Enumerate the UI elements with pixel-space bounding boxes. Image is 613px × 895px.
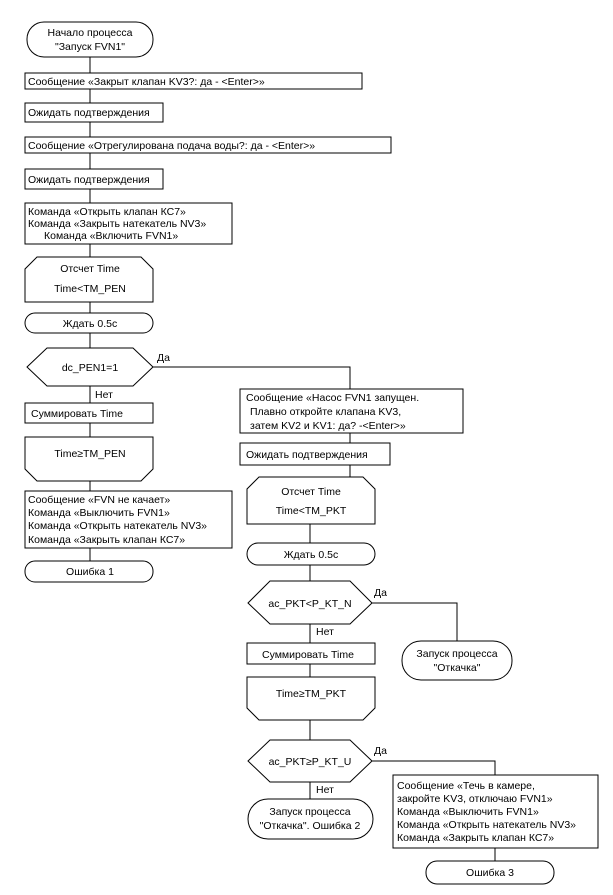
message-started-line2: Плавно откройте клапана KV3, [250, 406, 401, 418]
fail-commands-block: Сообщение «FVN не качает» Команда «Выклю… [24, 490, 233, 549]
decision-pen-no: Нет [95, 389, 113, 401]
launch-pumpout-terminal: Запуск процесса "Откачка" [401, 640, 513, 681]
launch-pumpout-line2: "Откачка" [434, 662, 481, 674]
fail-commands-line3: Команда «Открыть натекатель NV3» [28, 520, 207, 532]
launch-pumpout-error-line2: "Откачка". Ошибка 2 [260, 820, 361, 832]
start-terminal: Начало процесса "Запуск FVN1" [26, 21, 154, 58]
message-kv3-block: Сообщение «Закрыт клапан KV3?: да - <Ent… [24, 72, 363, 90]
leak-commands-block: Сообщение «Течь в камере, закройте KV3, … [392, 774, 599, 849]
sum-time-block-2: Суммировать Time [246, 642, 376, 665]
connector-yes-branch [372, 760, 496, 775]
fail-commands-line4: Команда «Закрыть клапан КС7» [28, 534, 185, 546]
error-3-terminal: Ошибка 3 [425, 860, 555, 885]
connector-yes-branch [372, 602, 458, 641]
message-water-block: Сообщение «Отрегулирована подача воды?: … [24, 136, 392, 154]
wait-half-second-text-2: Ждать 0.5с [284, 549, 338, 561]
message-started-line1: Сообщение «Насос FVN1 запущен. [246, 392, 419, 404]
decision-n-no: Нет [316, 626, 334, 638]
error-3-text: Ошибка 3 [466, 867, 514, 879]
loop-end-pen-condition: Time≥TM_PEN [54, 448, 125, 460]
decision-pen-yes: Да [157, 352, 170, 364]
decision-u-yes: Да [374, 745, 387, 757]
sum-time-block-1: Суммировать Time [24, 402, 154, 424]
loop-start-pkt-bottom: Time<TM_PKT [276, 505, 347, 517]
message-kv3-text: Сообщение «Закрыт клапан KV3?: да - <Ent… [28, 76, 265, 88]
loop-start-pkt: Отсчет Time Time<TM_PKT [246, 476, 376, 525]
leak-commands-line4: Команда «Открыть натекатель NV3» [397, 819, 576, 831]
commands-start-line2: Команда «Закрыть натекатель NV3» [28, 218, 206, 230]
wait-confirm-block-3: Ожидать подтверждения [239, 442, 391, 466]
fail-commands-line2: Команда «Выключить FVN1» [28, 507, 170, 519]
commands-start-block: Команда «Открыть клапан КС7» Команда «За… [24, 202, 233, 245]
sum-time-text-2: Суммировать Time [262, 649, 354, 661]
start-label-line1: Начало процесса [48, 27, 133, 39]
leak-commands-line1: Сообщение «Течь в камере, [397, 780, 535, 792]
wait-confirm-text-2: Ожидать подтверждения [28, 174, 150, 186]
wait-confirm-text-1: Ожидать подтверждения [28, 107, 150, 119]
decision-pen-condition: dc_PEN1=1 [62, 362, 118, 374]
commands-start-line1: Команда «Открыть клапан КС7» [28, 206, 186, 218]
error-1-terminal: Ошибка 1 [24, 560, 154, 583]
loop-end-pkt: Time≥TM_PKT [246, 676, 376, 721]
decision-n-yes: Да [374, 587, 387, 599]
leak-commands-line2: закройте KV3, отключаю FVN1» [397, 793, 553, 805]
launch-pumpout-error-terminal: Запуск процесса "Откачка". Ошибка 2 [247, 798, 374, 840]
start-label-line2: "Запуск FVN1" [55, 41, 125, 53]
fail-commands-line1: Сообщение «FVN не качает» [28, 494, 170, 506]
loop-end-pen: Time≥TM_PEN [24, 436, 154, 482]
message-water-text: Сообщение «Отрегулирована подача воды?: … [28, 140, 315, 152]
connector-yes-branch [152, 366, 351, 389]
wait-half-second-1: Ждать 0.5с [24, 312, 154, 334]
launch-pumpout-line1: Запуск процесса [416, 648, 497, 660]
wait-half-second-text-1: Ждать 0.5с [63, 318, 117, 330]
launch-pumpout-error-line1: Запуск процесса [269, 806, 350, 818]
commands-start-line3: Команда «Включить FVN1» [44, 230, 178, 242]
wait-half-second-2: Ждать 0.5с [246, 542, 376, 566]
loop-start-pen-bottom: Time<TM_PEN [54, 283, 126, 295]
error-1-text: Ошибка 1 [66, 566, 114, 578]
wait-confirm-block-1: Ожидать подтверждения [24, 102, 164, 123]
loop-end-pkt-condition: Time≥TM_PKT [276, 688, 347, 700]
wait-confirm-block-2: Ожидать подтверждения [24, 168, 164, 190]
leak-commands-line5: Команда «Закрыть клапан КС7» [397, 832, 554, 844]
message-started-block: Сообщение «Насос FVN1 запущен. Плавно от… [239, 388, 464, 434]
sum-time-text-1: Суммировать Time [31, 408, 123, 420]
connectors [89, 57, 496, 861]
decision-u-no: Нет [316, 784, 334, 796]
decision-u: ac_PKT≥P_KT_U Да Нет [247, 739, 387, 796]
leak-commands-line3: Команда «Выключить FVN1» [397, 806, 539, 818]
decision-n-condition: ac_PKT<P_KT_N [268, 598, 351, 610]
loop-start-pen-top: Отсчет Time [60, 263, 120, 275]
decision-u-condition: ac_PKT≥P_KT_U [269, 756, 352, 768]
message-started-line3: затем KV2 и KV1: да? -<Enter>» [250, 420, 406, 432]
wait-confirm-text-3: Ожидать подтверждения [246, 449, 368, 461]
loop-start-pen: Отсчет Time Time<TM_PEN [24, 256, 154, 303]
decision-pen: dc_PEN1=1 Да Нет [26, 347, 170, 401]
loop-start-pkt-top: Отсчет Time [281, 486, 341, 498]
decision-n: ac_PKT<P_KT_N Да Нет [247, 580, 387, 638]
